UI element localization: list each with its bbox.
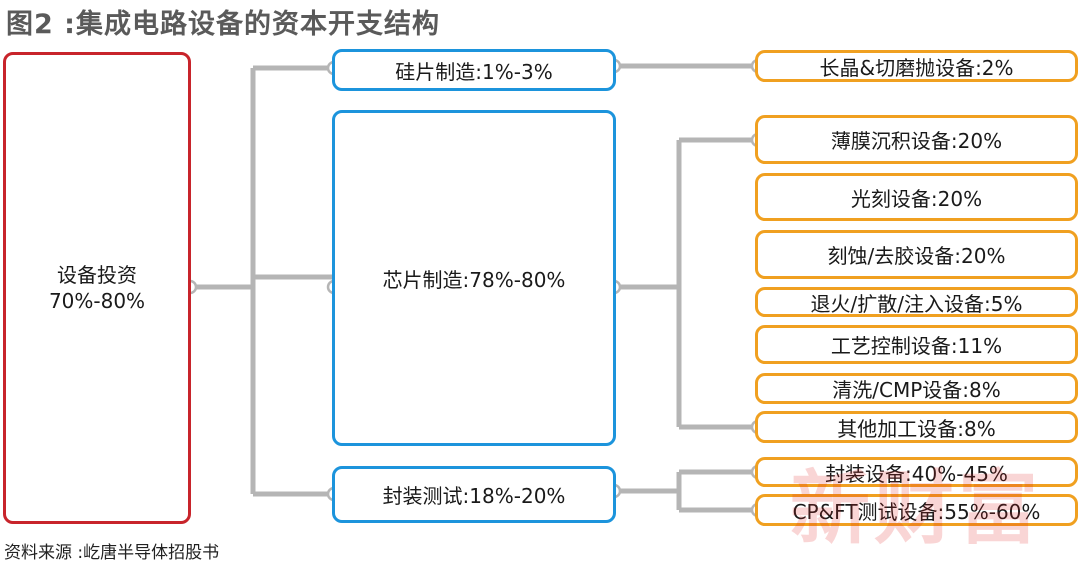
root-node-label: 设备投资 — [57, 263, 137, 287]
node-lithography-equipment: 光刻设备:20% — [755, 173, 1078, 221]
node-packaging-equipment: 封装设备:40%-45% — [755, 457, 1078, 487]
node-process-control-equipment: 工艺控制设备:11% — [755, 325, 1078, 364]
node-clean-cmp-equipment: 清洗/CMP设备:8% — [755, 373, 1078, 404]
node-other-processing-equipment: 其他加工设备:8% — [755, 411, 1078, 443]
node-cp-ft-test-equipment: CP&FT测试设备:55%-60% — [755, 494, 1078, 526]
node-crystal-growth-equipment: 长晶&切磨抛设备:2% — [755, 50, 1078, 82]
node-silicon-wafer-manufacturing: 硅片制造:1%-3% — [332, 49, 616, 91]
figure-title: 图2 :集成电路设备的资本开支结构 — [6, 9, 440, 40]
source-note: 资料来源 :屹唐半导体招股书 — [4, 543, 220, 563]
node-packaging-testing: 封装测试:18%-20% — [332, 466, 616, 523]
watermark-logo: 新财富 — [790, 461, 1042, 555]
root-node-value: 70%-80% — [48, 289, 146, 313]
node-thin-film-deposition-equipment: 薄膜沉积设备:20% — [755, 115, 1078, 164]
node-anneal-diffusion-implant-equipment: 退火/扩散/注入设备:5% — [755, 287, 1078, 317]
root-node-equipment-investment: 设备投资 70%-80% — [3, 52, 191, 524]
node-etch-strip-equipment: 刻蚀/去胶设备:20% — [755, 230, 1078, 279]
node-chip-manufacturing: 芯片制造:78%-80% — [332, 110, 616, 446]
